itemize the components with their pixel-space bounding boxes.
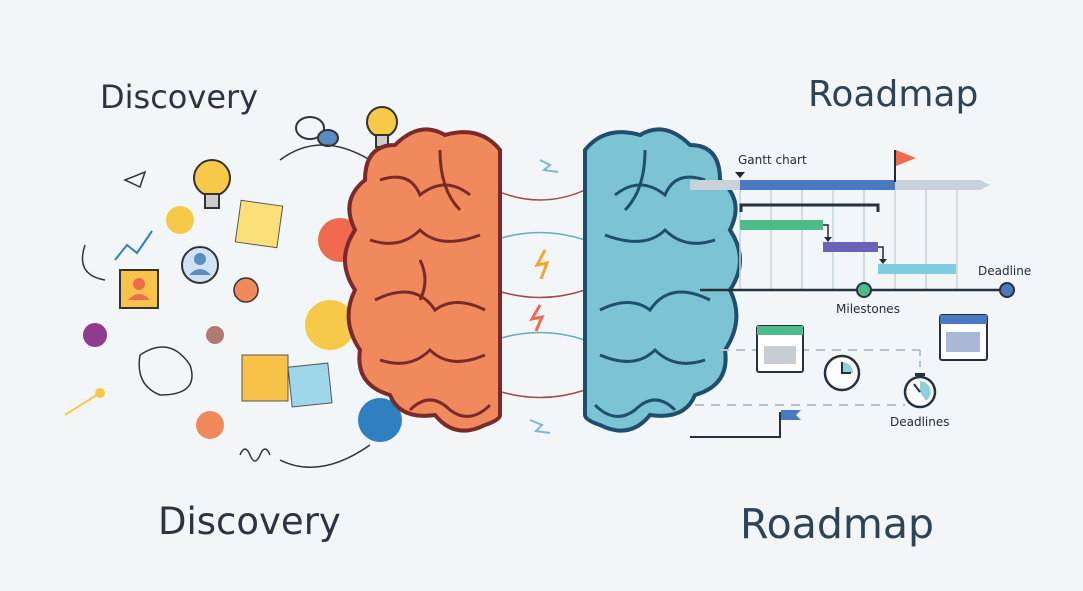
flag-icon: [896, 150, 916, 166]
gantt-task-bar: [823, 242, 878, 252]
gantt-task-bar: [740, 220, 823, 230]
spring-doodle: [239, 448, 271, 462]
roadmap-title-bottom: Roadmap: [740, 500, 934, 548]
lightbulb-icon: [193, 159, 231, 209]
path-line: [690, 412, 781, 438]
lightbulb-icon: [366, 106, 398, 148]
pin-doodle: [64, 392, 101, 416]
roadmap-title-top: Roadmap: [808, 74, 979, 115]
calendar-icon: [756, 325, 804, 373]
person-icon: [119, 269, 159, 309]
gantt-chart-label: Gantt chart: [738, 153, 807, 167]
sticky-note: [234, 199, 284, 249]
arrow-doodle: [81, 244, 106, 281]
deadline-label: Deadline: [978, 264, 1032, 278]
person-icon: [233, 277, 259, 303]
chart-doodle-icon: [114, 230, 153, 261]
paint-splash: [358, 398, 402, 442]
stopwatch-icon: [903, 373, 937, 409]
paint-splash: [83, 323, 107, 347]
milestones-label: Milestones: [836, 302, 900, 316]
discovery-title-top: Discovery: [100, 78, 259, 116]
paper-plane-icon: [123, 170, 147, 189]
left-brain-discovery: [343, 127, 502, 433]
start-marker-icon: [735, 172, 745, 178]
paint-splash: [166, 206, 194, 234]
paint-splash: [305, 300, 355, 350]
pin-doodle: [95, 388, 105, 398]
discovery-title-bottom: Discovery: [158, 500, 341, 543]
calendar-icon: [939, 314, 988, 361]
deadlines-label: Deadlines: [890, 415, 950, 429]
timeline-progress: [740, 180, 895, 190]
gantt-task-bar: [878, 264, 956, 274]
scribble-doodle: [138, 346, 193, 396]
schedule-icons: [690, 314, 988, 438]
clock-icon: [823, 354, 861, 392]
flag-icon: [781, 410, 801, 420]
sticky-note: [241, 354, 289, 402]
speech-bubble-icon: [295, 116, 325, 140]
milestone-marker: [856, 282, 872, 298]
arrow-doodle: [279, 144, 371, 161]
person-icon: [181, 246, 219, 284]
gantt-summary-bracket: [739, 203, 880, 212]
paint-splash: [196, 411, 224, 439]
right-brain-roadmap: [583, 127, 742, 433]
neural-connections: [494, 159, 586, 434]
paint-splash: [206, 326, 224, 344]
speech-bubble-icon: [317, 129, 339, 147]
dependency-arrow-icon: [878, 246, 884, 259]
deadline-marker: [999, 282, 1015, 298]
dependency-arrow-icon: [823, 224, 829, 237]
sticky-note: [287, 362, 333, 408]
gantt-chart: [690, 150, 1015, 298]
arrow-doodle: [279, 444, 371, 469]
